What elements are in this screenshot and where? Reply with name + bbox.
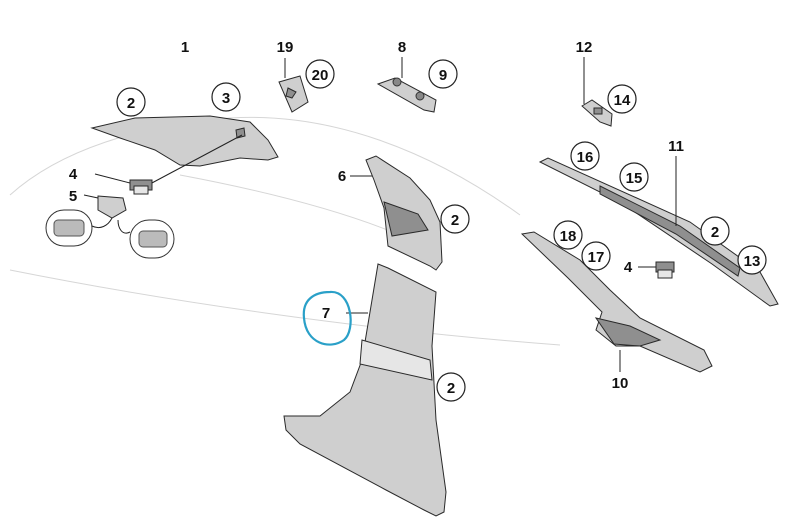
- airbag-badge-left: [45, 209, 93, 247]
- callout-6: 6: [338, 168, 346, 185]
- callout-14: 14: [614, 92, 631, 109]
- callout-1: 1: [181, 39, 189, 56]
- callout-4-a: 4: [69, 166, 78, 183]
- part-1-trim: [90, 115, 279, 167]
- callout-2-d: 2: [447, 380, 455, 397]
- callout-7: 7: [322, 305, 330, 322]
- callout-2-a: 2: [127, 95, 135, 112]
- part-4-clip-right: [655, 261, 675, 279]
- callout-16: 16: [577, 149, 594, 166]
- part-11-roof-trim: [538, 157, 779, 307]
- part-6-pillar-trim: [365, 155, 443, 271]
- callout-19: 19: [277, 39, 294, 56]
- airbag-badge-right: [129, 219, 175, 259]
- callout-2-c: 2: [711, 224, 719, 241]
- callout-8: 8: [398, 39, 406, 56]
- callout-20: 20: [312, 67, 329, 84]
- callout-3: 3: [222, 90, 230, 107]
- callout-4-b: 4: [624, 259, 633, 276]
- callout-5: 5: [69, 188, 77, 205]
- callout-15: 15: [626, 170, 643, 187]
- part-8-bracket: [376, 77, 437, 113]
- callout-circles: [116, 59, 767, 402]
- part-10-c-pillar-trim: [520, 231, 713, 373]
- part-5-cover: [97, 195, 127, 219]
- callout-17: 17: [588, 249, 605, 266]
- highlight-loop: [302, 290, 352, 346]
- callout-2-b: 2: [451, 212, 459, 229]
- callout-9: 9: [439, 67, 447, 84]
- callout-12: 12: [576, 39, 593, 56]
- part-4-clip-left: [129, 179, 153, 195]
- part-12-clip: [581, 99, 613, 127]
- part-7-pillar-lower: [283, 263, 447, 517]
- callout-11: 11: [668, 138, 684, 155]
- vehicle-outline: [9, 116, 561, 346]
- callout-10: 10: [612, 375, 629, 392]
- callout-18: 18: [560, 228, 577, 245]
- callout-labels: 1 2 3 4 5 19 20 8 9 12 14 6 2 16 15 11 2…: [69, 39, 761, 397]
- callout-13: 13: [744, 253, 761, 270]
- part-19-bracket: [278, 75, 309, 113]
